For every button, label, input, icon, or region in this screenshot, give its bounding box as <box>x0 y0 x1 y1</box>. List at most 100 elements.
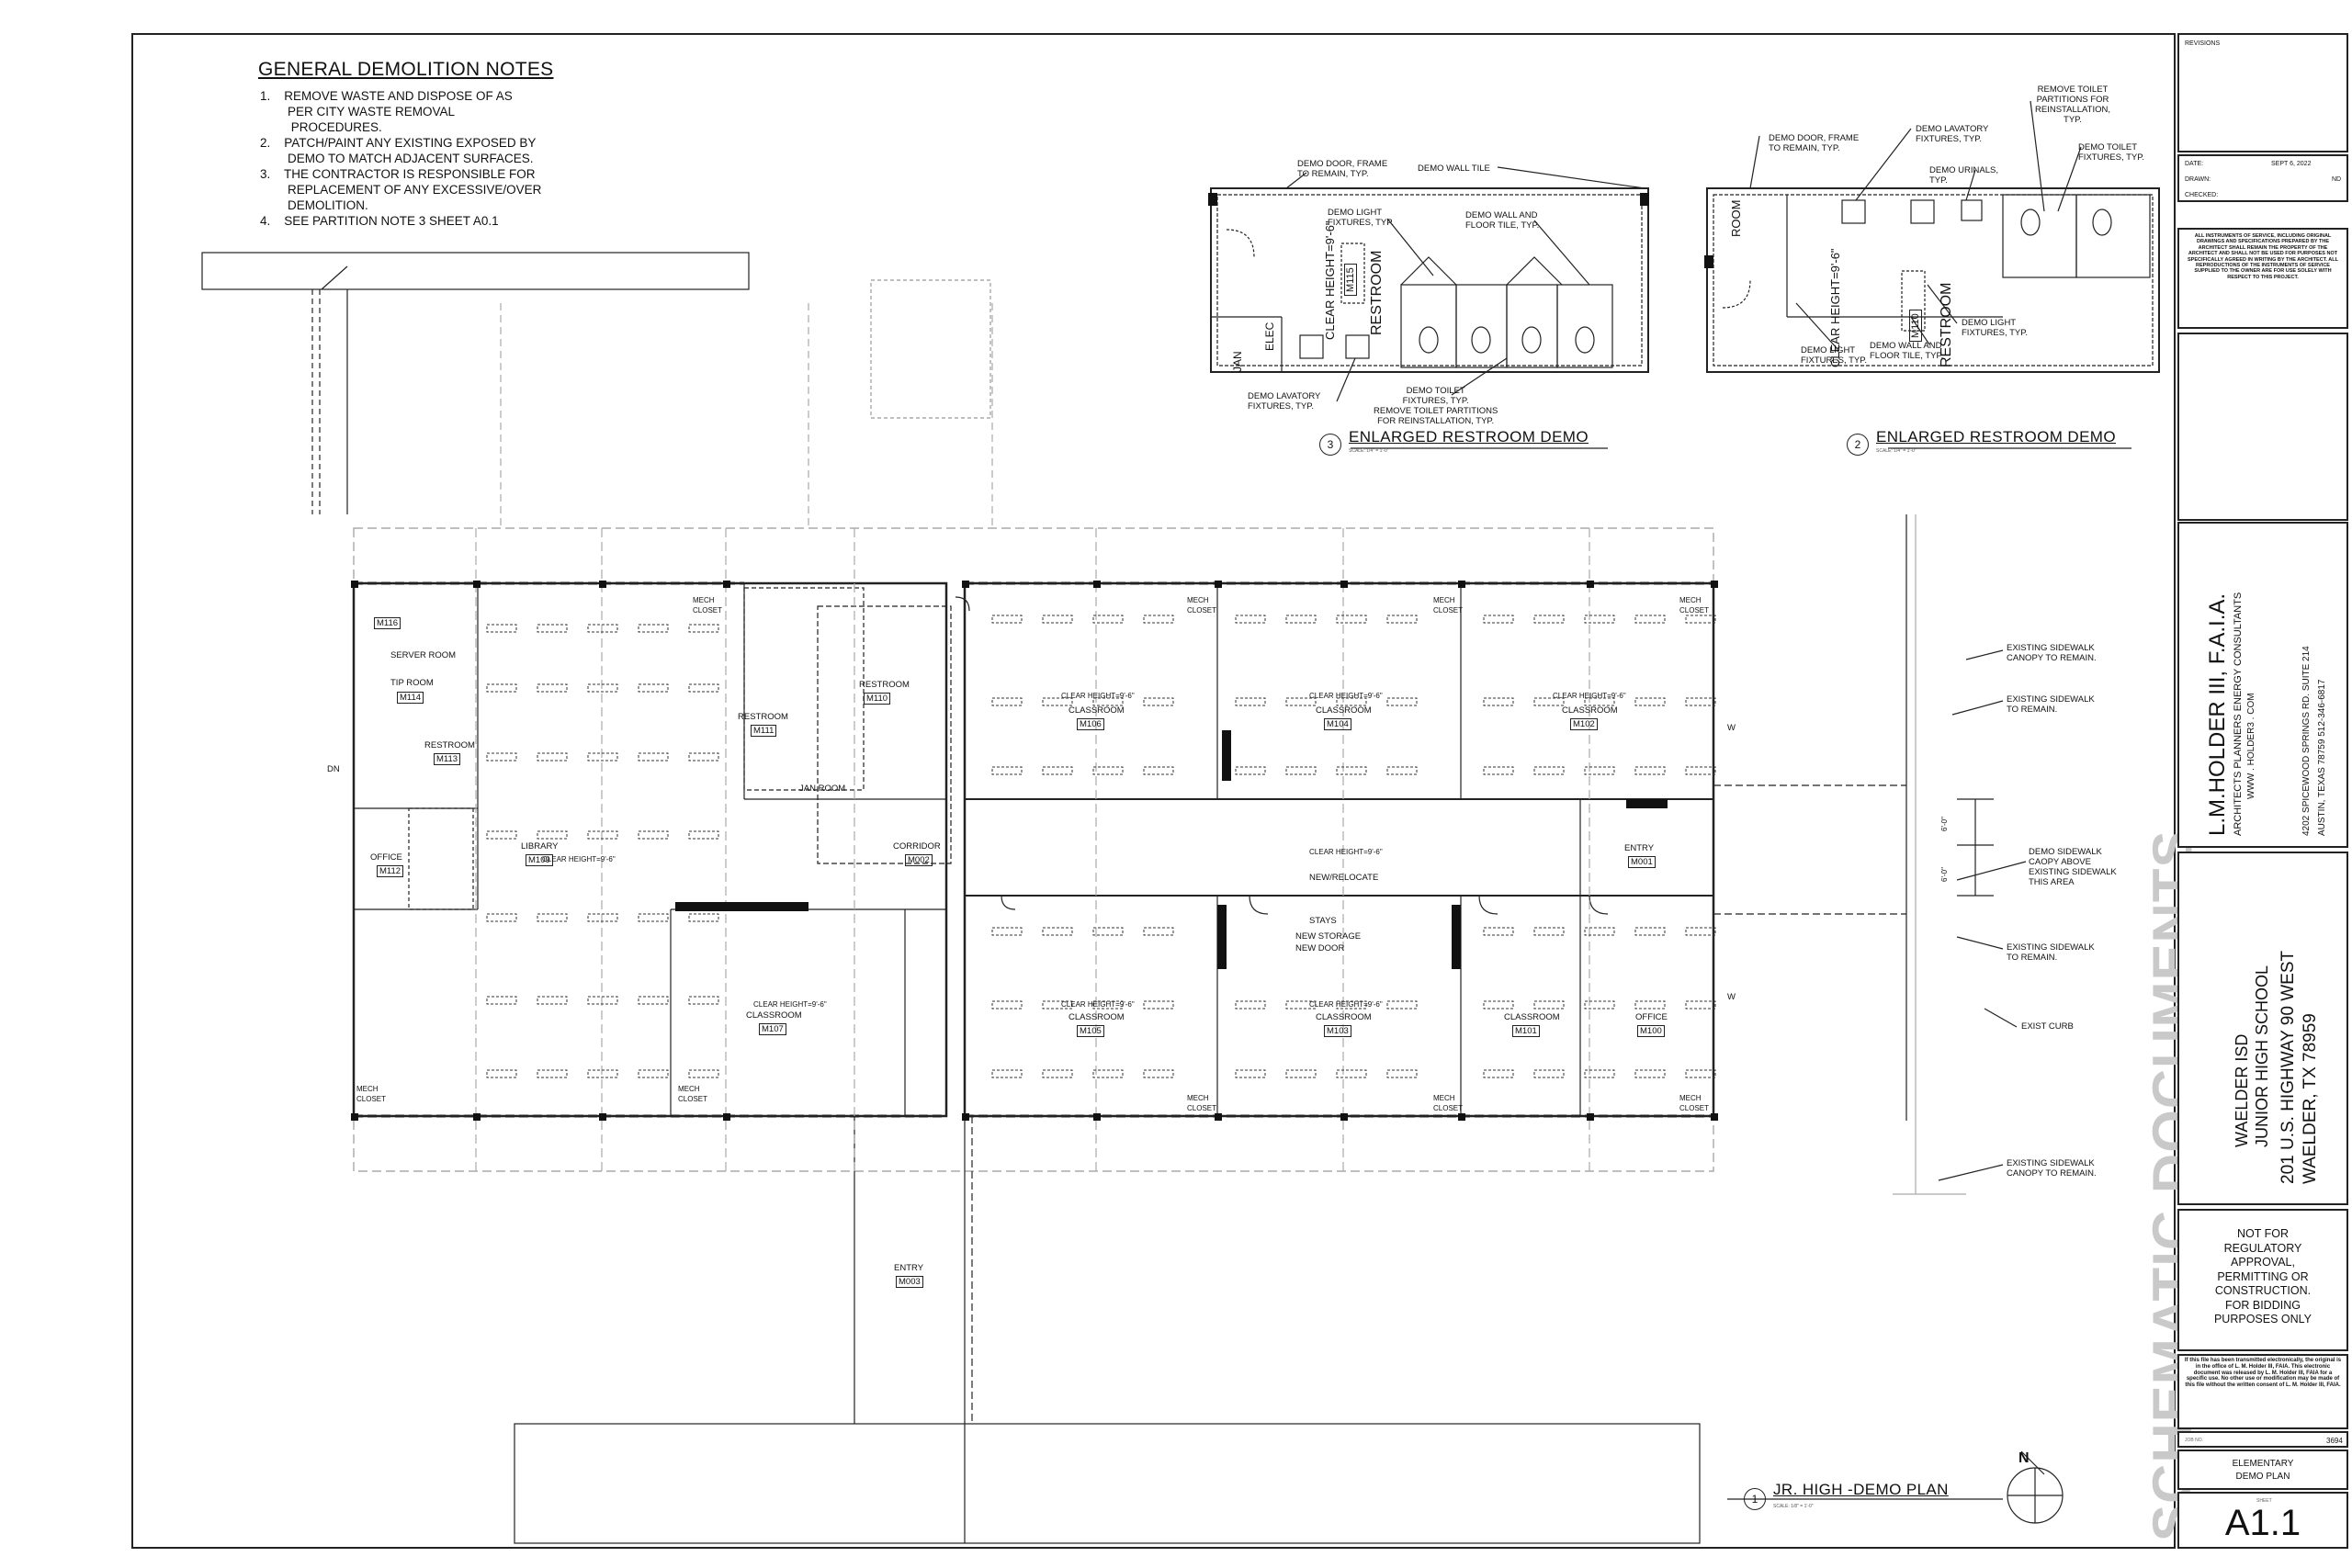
label-new-storage: NEW STORAGE <box>1295 931 1362 942</box>
light-fixture <box>1143 927 1174 936</box>
tb-sheet-no: SHEET A1.1 <box>2177 1492 2348 1549</box>
room-classroom-105-id: M105 <box>1077 1025 1104 1037</box>
light-fixture <box>537 1069 568 1078</box>
room-server-id: M116 <box>374 617 401 629</box>
firm-name: L.M.HOLDER III, F.A.I.A. <box>2205 592 2230 836</box>
room-classroom-104-id: M104 <box>1324 718 1351 730</box>
mech-closet-6: MECH CLOSET <box>678 1085 708 1103</box>
light-fixture <box>1285 1000 1317 1010</box>
light-fixture <box>1235 766 1266 775</box>
project-name: JUNIOR HIGH SCHOOL <box>2253 964 2271 1147</box>
detail2-room-clear-height: CLEAR HEIGHT=9'-6" <box>1828 248 1842 367</box>
detail2-label-toilet: DEMO TOILET FIXTURES, TYP. <box>2078 142 2144 163</box>
detail3-room-elec: ELEC <box>1263 321 1276 351</box>
room-office-id: M112 <box>377 865 404 877</box>
detail3-room-jan: JAN <box>1231 351 1244 372</box>
clear-height-corridor: CLEAR HEIGHT=9'-6" <box>1309 848 1383 856</box>
room-classroom-103-id: M103 <box>1324 1025 1351 1037</box>
sheet-number: A1.1 <box>2224 1503 2301 1543</box>
room-restroom-113-id: M113 <box>434 753 461 765</box>
light-fixture <box>1533 697 1565 706</box>
light-fixture <box>1634 927 1666 936</box>
room-jan: JAN ROOM <box>799 784 846 794</box>
light-fixture <box>1092 615 1124 624</box>
room-restroom-110: RESTROOM <box>859 680 910 690</box>
detail1-number: 1 <box>1744 1488 1766 1510</box>
light-fixture <box>1685 1000 1716 1010</box>
light-fixture <box>1483 697 1514 706</box>
detail2-label-demo-door: DEMO DOOR, FRAME TO REMAIN, TYP. <box>1769 133 1860 153</box>
light-fixture <box>1336 615 1367 624</box>
mech-closet-7: MECH CLOSET <box>1187 1094 1217 1112</box>
light-fixture <box>1386 615 1418 624</box>
site-note-3: DEMO SIDEWALK CAOPY ABOVE EXISTING SIDEW… <box>2029 847 2117 887</box>
light-fixture <box>1336 1069 1367 1078</box>
tb-empty-box <box>2177 333 2348 521</box>
clear-height-library: CLEAR HEIGHT=9'-6" <box>542 855 616 863</box>
detail2-label-wall-floor: DEMO WALL AND FLOOR TILE, TYP. <box>1870 341 1944 361</box>
light-fixture <box>1143 766 1174 775</box>
light-fixture <box>1685 766 1716 775</box>
light-fixture <box>1685 927 1716 936</box>
light-fixture <box>1235 1000 1266 1010</box>
light-fixture <box>1092 1069 1124 1078</box>
demolition-notes-title: GENERAL DEMOLITION NOTES <box>258 59 554 80</box>
light-fixture <box>991 927 1023 936</box>
label-w-1: W <box>1727 723 1736 733</box>
light-fixture <box>1042 1000 1073 1010</box>
light-fixture <box>991 1000 1023 1010</box>
room-entry-001: ENTRY <box>1624 843 1655 853</box>
light-fixture <box>1092 927 1124 936</box>
detail3-label-wall-floor: DEMO WALL AND FLOOR TILE, TYP. <box>1465 210 1540 231</box>
light-fixture <box>1533 927 1565 936</box>
light-fixture <box>1685 615 1716 624</box>
mech-closet-3: MECH CLOSET <box>1433 596 1464 615</box>
room-entry-003-id: M003 <box>896 1276 923 1288</box>
tb-revisions: REVISIONS <box>2177 33 2348 152</box>
light-fixture <box>1143 1000 1174 1010</box>
light-fixture <box>1685 1069 1716 1078</box>
light-fixture <box>587 996 618 1005</box>
north-arrow-label: N <box>2018 1450 2030 1466</box>
light-fixture <box>991 1069 1023 1078</box>
detail3-label-demo-door: DEMO DOOR, FRAME TO REMAIN, TYP. <box>1297 159 1388 179</box>
tb-legal: ALL INSTRUMENTS OF SERVICE, INCLUDING OR… <box>2177 228 2348 329</box>
light-fixture <box>486 624 517 633</box>
room-restroom-110-id: M110 <box>864 693 891 705</box>
light-fixture <box>991 766 1023 775</box>
room-tip-id: M114 <box>397 692 424 704</box>
room-classroom-103: CLASSROOM <box>1316 1012 1372 1022</box>
light-fixture <box>587 830 618 840</box>
tb-transmit: If this file has been transmitted electr… <box>2177 1354 2348 1429</box>
detail2-scale: SCALE: 1/4" = 1'-0" <box>1876 448 1917 454</box>
room-server: SERVER ROOM <box>390 650 457 660</box>
room-classroom-102-id: M102 <box>1570 718 1598 730</box>
detail2-label-light-a: DEMO LIGHT FIXTURES, TYP. <box>1962 318 2028 338</box>
detail2-label-lavatory: DEMO LAVATORY FIXTURES, TYP. <box>1916 124 1989 144</box>
light-fixture <box>1386 1069 1418 1078</box>
light-fixture <box>1042 766 1073 775</box>
detail3-label-lavatory: DEMO LAVATORY FIXTURES, TYP. <box>1248 391 1321 412</box>
site-note-1: EXISTING SIDEWALK CANOPY TO REMAIN. <box>2007 643 2097 663</box>
light-fixture <box>638 624 669 633</box>
room-corridor-id: M002 <box>905 854 933 866</box>
light-fixture <box>1143 1069 1174 1078</box>
light-fixture <box>1584 766 1615 775</box>
light-fixture <box>1533 1000 1565 1010</box>
light-fixture <box>1634 1000 1666 1010</box>
light-fixture <box>1634 697 1666 706</box>
light-fixture <box>587 913 618 922</box>
room-library-id: M109 <box>526 854 553 866</box>
light-fixture <box>1336 697 1367 706</box>
detail2-label-urinals: DEMO URINALS, TYP. <box>1929 165 1998 186</box>
detail2-room-room: ROOM <box>1729 199 1743 237</box>
light-fixture <box>587 752 618 761</box>
detail2-room-id: M110 <box>1909 310 1922 342</box>
detail3-scale: SCALE: 1/4" = 1'-0" <box>1349 448 1389 454</box>
light-fixture <box>1584 1069 1615 1078</box>
light-fixture <box>688 830 719 840</box>
detail2-title: ENLARGED RESTROOM DEMO <box>1876 428 2116 446</box>
light-fixture <box>537 830 568 840</box>
light-fixture <box>1042 1069 1073 1078</box>
light-fixture <box>1092 697 1124 706</box>
